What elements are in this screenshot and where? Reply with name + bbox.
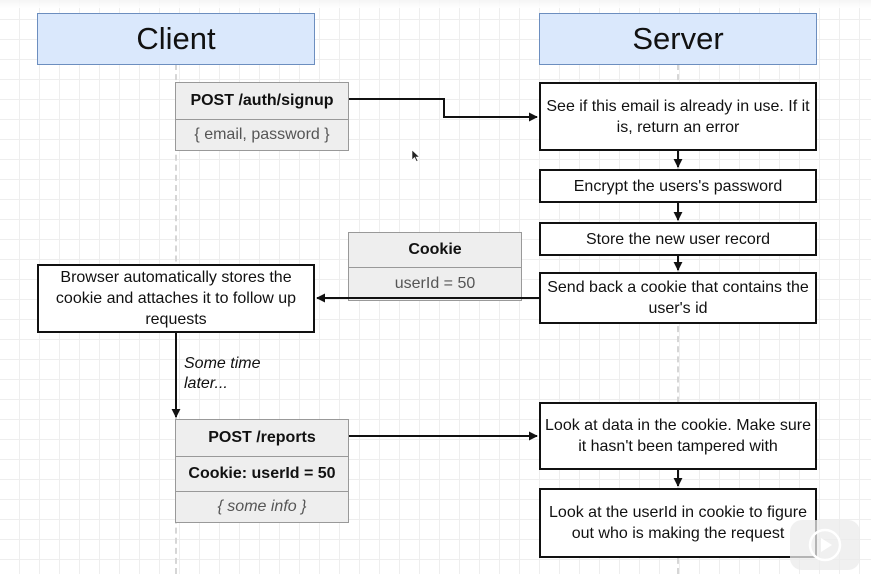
- play-icon: [808, 528, 842, 562]
- server-step-store-user: Store the new user record: [539, 222, 817, 256]
- reports-request-cookie: Cookie: userId = 50: [176, 457, 348, 492]
- server-step-validate-cookie: Look at data in the cookie. Make sure it…: [539, 402, 817, 470]
- video-play-button[interactable]: [790, 520, 860, 570]
- signup-request-arrow: [349, 98, 538, 122]
- mouse-cursor-icon: [411, 149, 421, 167]
- browser-storage-box: Browser automatically stores the cookie …: [37, 264, 315, 333]
- signup-request-card: POST /auth/signup { email, password }: [175, 82, 349, 151]
- cookie-card-body: userId = 50: [394, 275, 476, 292]
- signup-request-title: POST /auth/signup: [176, 83, 348, 120]
- client-header: Client: [37, 13, 315, 65]
- server-step-send-cookie: Send back a cookie that contains the use…: [539, 272, 817, 324]
- reports-request-card: POST /reports Cookie: userId = 50 { some…: [175, 419, 349, 523]
- signup-request-body: { email, password }: [194, 126, 330, 143]
- time-note-line1: Some time: [184, 355, 261, 372]
- server-step-check-email: See if this email is already in use. If …: [539, 82, 817, 151]
- server-header: Server: [539, 13, 817, 65]
- reports-request-title: POST /reports: [176, 420, 348, 457]
- cookie-card-title: Cookie: [349, 233, 521, 268]
- toolbar-strip: [0, 0, 871, 8]
- cookie-card: Cookie userId = 50: [348, 232, 522, 301]
- reports-request-body: { some info }: [217, 498, 307, 515]
- server-step-identify-user: Look at the userId in cookie to figure o…: [539, 488, 817, 558]
- server-step-encrypt-password: Encrypt the users's password: [539, 169, 817, 203]
- time-note: Some time later...: [184, 354, 260, 394]
- time-note-line2: later...: [184, 375, 228, 392]
